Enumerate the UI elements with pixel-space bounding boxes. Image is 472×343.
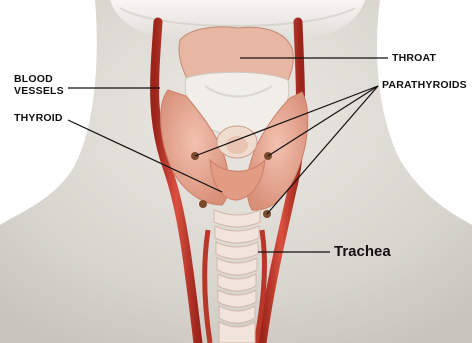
label-parathyroids: PARATHYROIDS bbox=[382, 79, 467, 91]
label-blood-vessels-line2: VESSELS bbox=[14, 85, 64, 97]
label-throat: THROAT bbox=[392, 52, 436, 64]
label-thyroid: THYROID bbox=[14, 112, 63, 124]
parathyroid-lower-left bbox=[199, 200, 207, 208]
label-trachea: Trachea bbox=[334, 243, 391, 260]
label-blood-vessels-line1: BLOOD bbox=[14, 73, 64, 85]
label-blood-vessels: BLOOD VESSELS bbox=[14, 73, 64, 97]
